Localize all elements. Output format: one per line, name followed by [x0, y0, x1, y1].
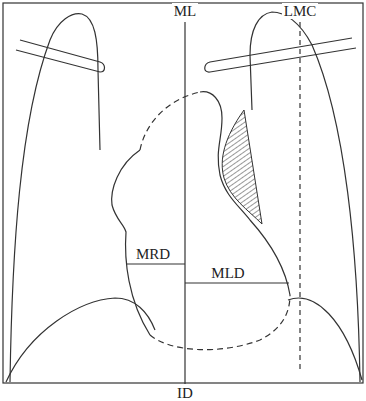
midline	[184, 22, 185, 384]
left-lung-outline	[250, 12, 360, 382]
frame	[3, 3, 363, 383]
left-hemidiaphragm	[288, 298, 362, 380]
mrd-label: MRD	[134, 246, 172, 262]
left-clavicle	[205, 38, 356, 72]
mld-line	[185, 282, 289, 283]
midline-label: ML	[172, 3, 199, 19]
hatched-area	[222, 110, 262, 224]
id-label: ID	[175, 385, 195, 401]
heart-left-border	[200, 92, 290, 295]
right-hemidiaphragm	[6, 298, 155, 382]
right-clavicle	[16, 40, 105, 72]
heart-lower-border	[150, 295, 290, 350]
left-midclavicular-line	[299, 22, 300, 372]
mrd-line	[127, 263, 185, 264]
mld-label: MLD	[209, 265, 246, 281]
lmc-label: LMC	[282, 3, 319, 19]
heart-right-border	[112, 150, 150, 335]
heart-upper-border	[140, 92, 200, 150]
